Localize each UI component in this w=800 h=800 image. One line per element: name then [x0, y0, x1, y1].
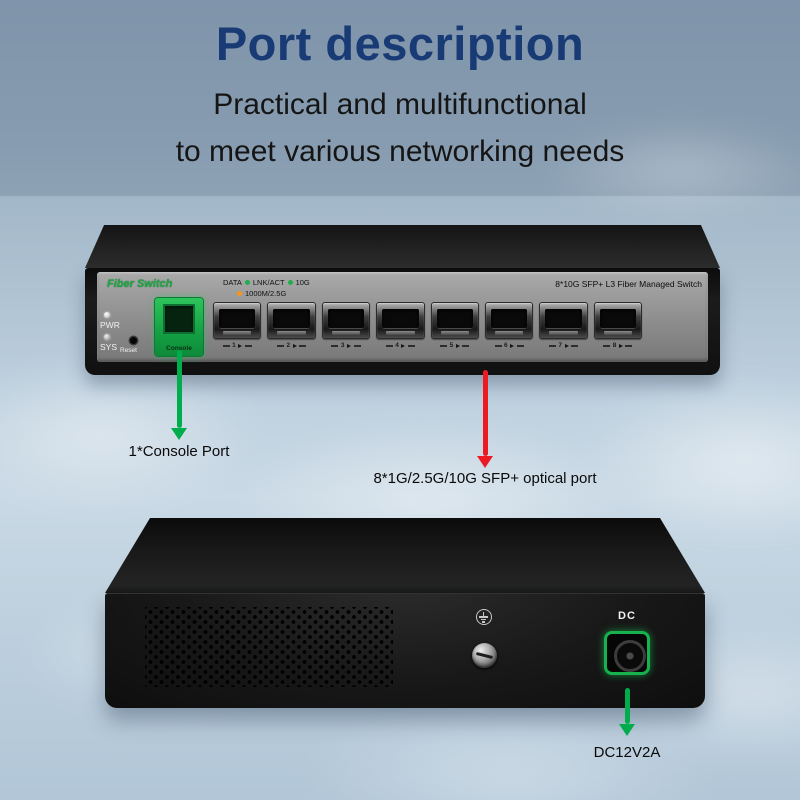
- sfp-cage: [593, 302, 642, 339]
- switch-front-body: Fiber Switch DATA LNK/ACT 10G 1000M/2.5G: [85, 268, 720, 375]
- orange-led-icon: [237, 291, 242, 296]
- sfp-port-5: 5: [430, 302, 479, 349]
- port-number: 3: [322, 342, 370, 349]
- switch-rear-body: DC: [105, 593, 705, 708]
- ventilation-grille: [145, 607, 393, 687]
- sfp-cage: [539, 302, 588, 339]
- dc-power-jack: [604, 631, 650, 675]
- sfp-port-1: 1: [213, 302, 262, 349]
- port-number: 2: [267, 342, 315, 349]
- console-label: Console: [166, 345, 192, 352]
- port-arrow-icon: [238, 343, 243, 348]
- console-port: Console: [155, 298, 203, 356]
- legend-1000m-label: 1000M/2.5G: [245, 289, 287, 298]
- brand-label: Fiber Switch: [107, 278, 173, 290]
- switch-front-view: Fiber Switch DATA LNK/ACT 10G 1000M/2.5G: [85, 225, 720, 375]
- subtitle-line2: to meet various networking needs: [175, 135, 625, 168]
- green-led-icon: [244, 280, 250, 285]
- port-number: 7: [539, 342, 587, 349]
- sys-label: SYS: [100, 342, 118, 352]
- annotation-console-port: 1*Console Port: [128, 443, 230, 460]
- dc-label: DC: [618, 610, 636, 622]
- port-arrow-icon: [618, 343, 623, 348]
- reset-label: Reset: [120, 347, 137, 354]
- sfp-port-6: 6: [484, 302, 534, 349]
- sfp-port-2: 2: [267, 302, 316, 349]
- front-panel: Fiber Switch DATA LNK/ACT 10G 1000M/2.5G: [97, 272, 708, 362]
- model-name-label: 8*10G SFP+ L3 Fiber Managed Switch: [555, 279, 702, 289]
- sfp-cage: [484, 302, 534, 339]
- header-banner: Port description Practical and multifunc…: [0, 0, 800, 196]
- port-arrow-icon: [564, 343, 569, 348]
- port-number: 8: [594, 342, 642, 349]
- power-led-icon: [104, 312, 110, 318]
- sfp-port-8: 8: [593, 302, 642, 349]
- sfp-port-row: 1 2 3 4 5: [213, 302, 642, 349]
- arrow-head-icon: [619, 724, 635, 736]
- ground-icon: [476, 609, 492, 625]
- port-number: 6: [485, 342, 533, 349]
- port-arrow-icon: [347, 343, 351, 348]
- green-led-icon: [287, 280, 293, 285]
- arrow-head-icon: [477, 456, 493, 468]
- annotation-sfp-port: 8*1G/2.5G/10G SFP+ optical port: [373, 470, 597, 487]
- arrow-head-icon: [171, 428, 187, 440]
- port-number: 5: [431, 342, 479, 349]
- led-legend-line1: DATA LNK/ACT 10G: [223, 277, 310, 288]
- port-arrow-icon: [292, 343, 297, 348]
- switch-top-surface: [85, 225, 720, 268]
- port-arrow-icon: [455, 343, 460, 348]
- sfp-cage: [321, 302, 371, 339]
- page-title: Port description: [215, 17, 585, 70]
- dc-pointer-arrow: [619, 688, 635, 736]
- port-arrow-icon: [510, 343, 515, 348]
- led-legend: DATA LNK/ACT 10G 1000M/2.5G: [223, 277, 310, 299]
- port-number: 4: [376, 342, 424, 349]
- port-number: 1: [213, 342, 261, 349]
- sfp-port-3: 3: [321, 302, 371, 349]
- pwr-label: PWR: [100, 320, 120, 330]
- ground-screw: [472, 643, 497, 668]
- cloud-decoration: [540, 120, 800, 220]
- system-led-icon: [104, 334, 110, 340]
- legend-10g-label: 10G: [295, 278, 310, 287]
- cloud-decoration: [0, 360, 260, 510]
- reset-button: [130, 337, 137, 344]
- console-pointer-arrow: [171, 350, 187, 440]
- sfp-cage: [376, 302, 425, 339]
- port-arrow-icon: [401, 343, 406, 348]
- status-led-area: PWR SYS Reset: [100, 312, 152, 360]
- switch-rear-top-surface: [105, 518, 705, 593]
- subtitle-line1: Practical and multifunctional: [213, 88, 587, 121]
- led-legend-line2: 1000M/2.5G: [237, 288, 310, 299]
- switch-rear-view: DC: [105, 518, 705, 708]
- sfp-pointer-arrow: [477, 370, 493, 468]
- console-rj45-slot: [163, 304, 195, 334]
- sfp-port-4: 4: [376, 302, 425, 349]
- sfp-cage: [267, 302, 316, 339]
- annotation-dc-power: DC12V2A: [593, 744, 661, 761]
- sfp-port-7: 7: [539, 302, 588, 349]
- sfp-cage: [213, 302, 262, 339]
- legend-data-label: DATA: [223, 278, 242, 287]
- legend-lnkact-label: LNK/ACT: [252, 278, 285, 287]
- sfp-cage: [430, 302, 479, 339]
